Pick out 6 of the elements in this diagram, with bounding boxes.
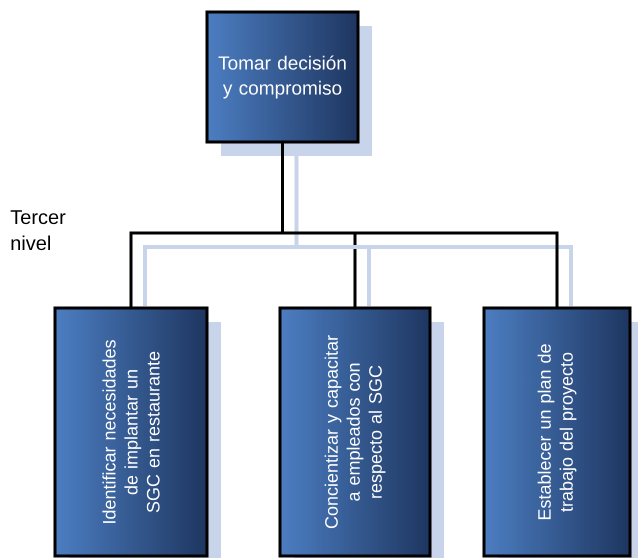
process-box: Identificar necesidades de implantar un SGC en restaurante bbox=[54, 306, 221, 558]
level-label: Tercer nivel bbox=[10, 210, 66, 250]
process-box: Establecer un plan de trabajo del proyecto bbox=[482, 306, 638, 558]
process-box: Concientizar y capacitar a empleados con respecto al SGC bbox=[278, 306, 444, 558]
process-box: Tomar decisión y compromiso bbox=[206, 10, 372, 156]
connector-line bbox=[281, 142, 573, 308]
